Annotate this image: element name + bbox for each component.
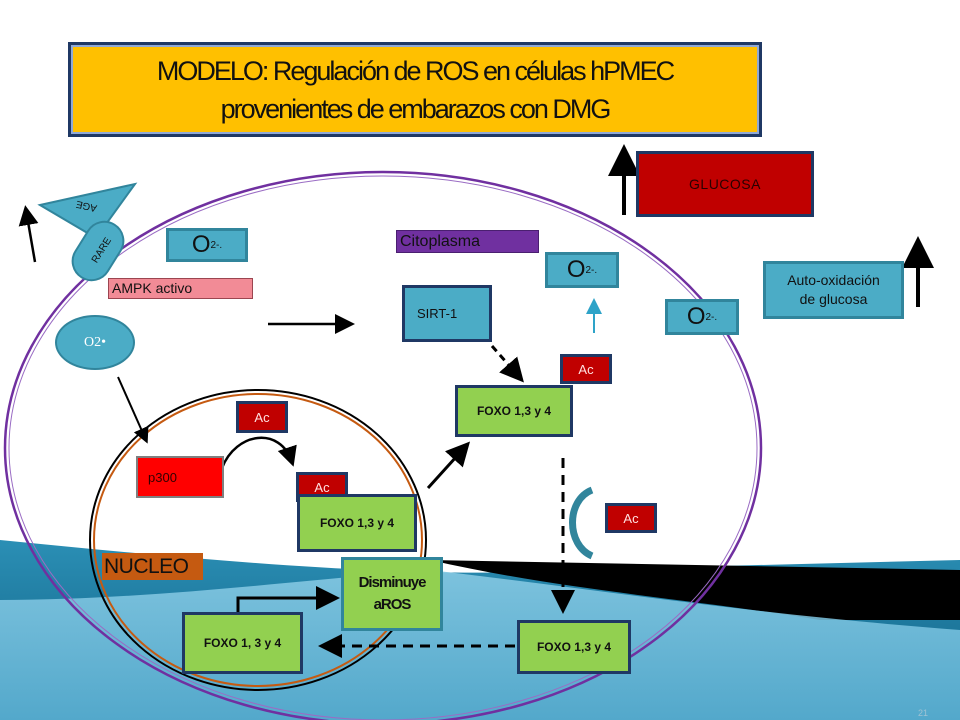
superoxide-charge: 2-. [585,264,598,276]
cell-membrane [3,170,763,720]
superoxide-symbol: O [191,231,211,258]
superoxide-symbol: O [566,256,586,283]
auto-oxidacion-line2: de glucosa [799,291,868,307]
foxo-box-nuclear: FOXO 1,3 y 4 [297,494,417,552]
citoplasma-label: Citoplasma [396,230,539,253]
ac-box-removed: Ac [605,503,657,533]
title-line2: provenientes de embarazos con DMG [220,93,612,124]
auto-oxidacion-box: Auto-oxidación de glucosa [763,261,904,319]
arrow-ac-to-foxo-curve [220,436,297,469]
title-box: MODELO: Regulación de ROS en células hPM… [68,42,762,137]
up-arrow-age [18,205,39,263]
foxo-box-bottom-left: FOXO 1, 3 y 4 [182,612,303,674]
superoxide-symbol: O [686,303,706,330]
ac-box-p300: Ac [236,401,288,433]
disminuye-line2: aROS [373,596,412,613]
nucleus-membrane-inner [93,393,423,687]
age-triangle [37,182,138,240]
page-number: 21 [918,708,929,718]
ac-removal-curve [569,486,594,560]
arrow-foxo-to-disminuye [236,586,340,612]
background-wave-black [430,560,960,620]
p300-box: p300 [136,456,224,498]
rare-receptor [71,220,125,282]
foxo-box-cytoplasm: FOXO 1,3 y 4 [455,385,573,437]
title-line1: MODELO: Regulación de ROS en células hPM… [156,55,675,86]
o2-radical-ellipse: O2• [55,315,135,370]
nucleo-label: NUCLEO [102,553,203,580]
cell-membrane-inner [8,175,758,720]
disminuye-line1: Disminuye [358,574,427,591]
arrow-sirt-to-foxo [490,345,524,383]
sirt-box: SIRT-1 [402,285,492,342]
arrow-foxo-nuclear-to-cyto [426,441,471,490]
ampk-label: AMPK activo [108,278,253,299]
ac-box-top: Ac [560,354,612,384]
foxo-box-bottom-right: FOXO 1,3 y 4 [517,620,631,674]
superoxide-charge: 2-. [705,311,718,323]
superoxide-charge: 2-. [210,239,223,251]
auto-oxidacion-line1: Auto-oxidación [787,272,880,288]
nucleus-membrane [89,389,427,691]
arrow-o2-to-p300 [117,376,149,444]
glucosa-box: GLUCOSA [636,151,814,217]
disminuye-ros-box: Disminuye aROS [341,557,443,631]
